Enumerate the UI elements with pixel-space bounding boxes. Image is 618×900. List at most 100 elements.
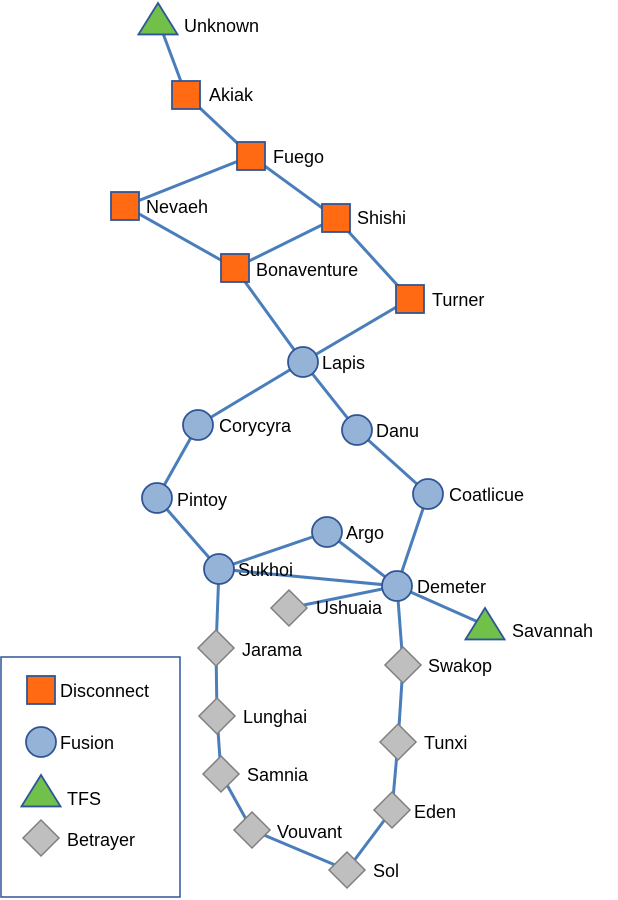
- node-argo: Argo: [311, 516, 384, 548]
- node-fuego: Fuego: [236, 141, 324, 171]
- node-label: Argo: [346, 523, 384, 543]
- node-lapis: Lapis: [287, 346, 365, 378]
- tfs-marker: [463, 606, 507, 641]
- edge-coatlicue-demeter: [395, 493, 430, 587]
- node-demeter: Demeter: [381, 570, 486, 602]
- edge-fuego-nevaeh: [124, 154, 252, 208]
- edge-demeter-ushuaia: [288, 584, 398, 610]
- edge-bonaventure-lapis: [233, 267, 305, 363]
- node-label: Lapis: [322, 353, 365, 373]
- node-label: Vouvant: [277, 822, 342, 842]
- betrayer-marker: [378, 722, 418, 762]
- betrayer-marker: [197, 696, 237, 736]
- node-label: Turner: [432, 290, 484, 310]
- legend-disconnect-marker: [26, 675, 56, 705]
- node-label: Lunghai: [243, 707, 307, 727]
- edge-turner-lapis: [302, 297, 411, 364]
- node-jarama: Jarama: [196, 628, 303, 668]
- node-label: Savannah: [512, 621, 593, 641]
- node-sukhoi: Sukhoi: [203, 553, 293, 585]
- tfs-marker: [136, 1, 180, 36]
- node-tunxi: Tunxi: [378, 722, 467, 762]
- disconnect-marker: [395, 284, 425, 314]
- betrayer-marker: [383, 645, 423, 685]
- betrayer-marker: [327, 850, 367, 890]
- fusion-marker: [412, 478, 444, 510]
- fusion-marker: [287, 346, 319, 378]
- node-label: Fuego: [273, 147, 324, 167]
- node-label: Unknown: [184, 16, 259, 36]
- node-label: Eden: [414, 802, 456, 822]
- node-turner: Turner: [395, 284, 484, 314]
- node-sol: Sol: [327, 850, 399, 890]
- edge-lapis-corycyra: [197, 360, 304, 427]
- legend-item-tfs: TFS: [19, 773, 101, 809]
- fusion-marker: [141, 482, 173, 514]
- fusion-marker: [381, 570, 413, 602]
- node-corycyra: Corycyra: [182, 409, 292, 441]
- node-eden: Eden: [372, 790, 456, 830]
- legend-item-betrayer: Betrayer: [21, 818, 135, 858]
- node-samnia: Samnia: [201, 754, 309, 794]
- edge-demeter-savannah: [396, 584, 486, 627]
- edge-shishi-bonaventure: [234, 216, 337, 270]
- betrayer-marker: [201, 754, 241, 794]
- node-bonaventure: Bonaventure: [220, 253, 358, 283]
- disconnect-marker: [236, 141, 266, 171]
- node-nevaeh: Nevaeh: [110, 191, 208, 221]
- node-coatlicue: Coatlicue: [412, 478, 524, 510]
- node-label: Akiak: [209, 85, 254, 105]
- node-label: Sukhoi: [238, 560, 293, 580]
- node-label: Sol: [373, 861, 399, 881]
- fusion-marker: [341, 414, 373, 446]
- legend-tfs-marker: [19, 773, 63, 808]
- node-label: Corycyra: [219, 416, 292, 436]
- node-label: Danu: [376, 421, 419, 441]
- node-label: Swakop: [428, 656, 492, 676]
- disconnect-marker: [220, 253, 250, 283]
- legend-label: Fusion: [60, 733, 114, 753]
- edge-vouvant-sol: [251, 828, 348, 872]
- betrayer-marker: [372, 790, 412, 830]
- node-label: Ushuaia: [316, 598, 383, 618]
- node-label: Jarama: [242, 640, 303, 660]
- node-label: Samnia: [247, 765, 309, 785]
- legend-item-fusion: Fusion: [25, 726, 114, 758]
- node-label: Nevaeh: [146, 197, 208, 217]
- edge-sukhoi-argo: [218, 530, 328, 571]
- node-vouvant: Vouvant: [232, 810, 342, 850]
- legend-item-disconnect: Disconnect: [26, 675, 149, 705]
- node-label: Demeter: [417, 577, 486, 597]
- node-pintoy: Pintoy: [141, 482, 227, 514]
- disconnect-marker: [321, 203, 351, 233]
- fusion-marker: [182, 409, 214, 441]
- edge-nevaeh-bonaventure: [124, 204, 236, 270]
- legend-label: TFS: [67, 789, 101, 809]
- legend-label: Disconnect: [60, 681, 149, 701]
- betrayer-marker: [269, 588, 309, 628]
- legend-label: Betrayer: [67, 830, 135, 850]
- node-label: Shishi: [357, 208, 406, 228]
- disconnect-marker: [171, 80, 201, 110]
- node-akiak: Akiak: [171, 80, 254, 110]
- node-ushuaia: Ushuaia: [269, 588, 383, 628]
- legend-fusion-marker: [25, 726, 57, 758]
- fusion-marker: [203, 553, 235, 585]
- node-unknown: Unknown: [136, 1, 259, 36]
- fusion-marker: [311, 516, 343, 548]
- edge-sukhoi-demeter: [218, 567, 398, 588]
- node-label: Coatlicue: [449, 485, 524, 505]
- node-swakop: Swakop: [383, 645, 492, 685]
- edge-danu-coatlicue: [355, 428, 430, 496]
- nodes-layer: UnknownAkiakFuegoNevaehShishiBonaventure…: [110, 1, 593, 890]
- disconnect-marker: [110, 191, 140, 221]
- node-danu: Danu: [341, 414, 419, 446]
- node-label: Pintoy: [177, 490, 227, 510]
- node-shishi: Shishi: [321, 203, 406, 233]
- node-label: Bonaventure: [256, 260, 358, 280]
- node-lunghai: Lunghai: [197, 696, 307, 736]
- node-label: Tunxi: [424, 733, 467, 753]
- legend-betrayer-marker: [21, 818, 61, 858]
